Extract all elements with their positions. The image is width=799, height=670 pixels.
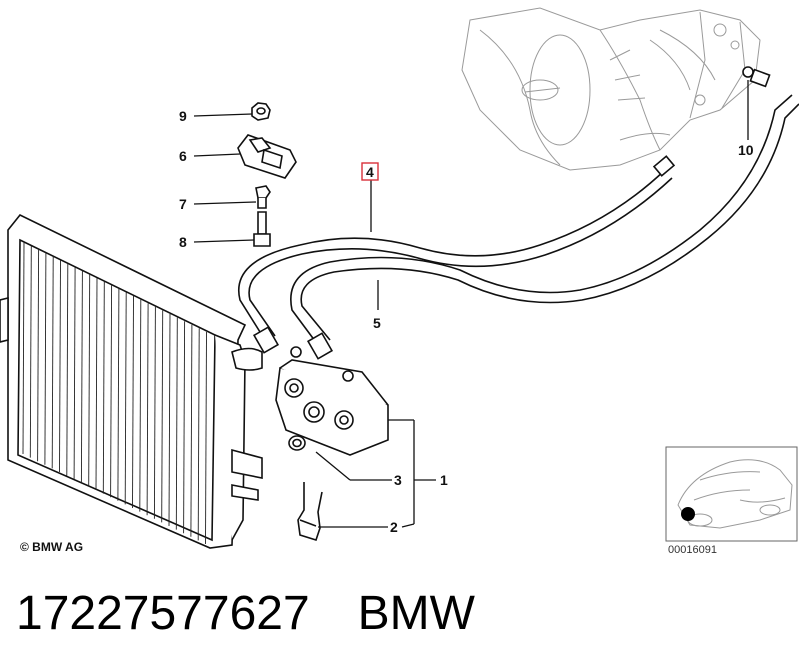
- location-marker: [681, 507, 695, 521]
- radiator-fin: [51, 256, 54, 469]
- radiator-fin: [44, 252, 47, 465]
- callout-6: 6: [179, 148, 187, 164]
- part-number: 17227577627: [16, 587, 310, 640]
- nut: [251, 102, 271, 121]
- radiator-fin: [95, 277, 98, 491]
- radiator-fin: [80, 270, 83, 483]
- callout-10: 10: [738, 142, 754, 158]
- radiator-fin: [175, 317, 178, 530]
- radiator-fin: [205, 331, 207, 545]
- radiator-fin: [146, 303, 149, 516]
- radiator-fin: [117, 288, 120, 501]
- callout-2: 2: [390, 519, 398, 535]
- radiator-fin: [66, 263, 69, 476]
- radiator-fin: [124, 292, 127, 505]
- radiator-fin: [29, 245, 32, 458]
- radiator-fin: [161, 310, 164, 523]
- radiator-fin: [132, 295, 134, 509]
- radiator-fin: [102, 281, 105, 494]
- radiator-fin: [153, 306, 156, 519]
- radiator-fin: [190, 324, 193, 537]
- oil-cooler-hoses: [238, 66, 799, 360]
- leader-lines: [193, 80, 749, 528]
- parts-diagram: 9 6 7 8 4 5 10 1 3 2: [0, 7, 799, 549]
- radiator-fin: [168, 313, 171, 527]
- callout-1: 1: [440, 472, 448, 488]
- radiator-fin: [37, 249, 40, 462]
- callout-5: 5: [373, 315, 381, 331]
- radiator-fin: [73, 267, 76, 480]
- callout-4: 4: [366, 164, 374, 180]
- location-inset: [665, 446, 798, 542]
- transmission-illustration: [461, 7, 761, 171]
- bolt-short: [255, 185, 271, 209]
- seal-ring: [288, 435, 306, 451]
- oil-cooler: [275, 346, 389, 456]
- bolt-long: [253, 211, 271, 247]
- copyright-notice: © BMW AG: [20, 540, 84, 554]
- radiator-fin: [139, 299, 142, 512]
- radiator-illustration: [0, 213, 263, 549]
- bracket: [297, 482, 323, 541]
- radiator-fin: [22, 241, 25, 455]
- radiator-fin: [59, 259, 61, 473]
- callout-3: 3: [394, 472, 402, 488]
- holder: [237, 134, 297, 179]
- callout-7: 7: [179, 196, 187, 212]
- caption: 17227577627 BMW: [16, 586, 475, 641]
- brand-name: BMW: [357, 587, 475, 640]
- callout-4-highlight-box: [361, 162, 379, 181]
- diagram-reference-code: 00016091: [668, 544, 717, 556]
- radiator-fin: [110, 285, 113, 498]
- callout-9: 9: [179, 108, 187, 124]
- radiator-fin: [88, 274, 91, 487]
- radiator-fin: [197, 328, 200, 541]
- radiator-fins: [22, 241, 207, 545]
- radiator-fin: [183, 321, 186, 534]
- callout-8: 8: [179, 234, 187, 250]
